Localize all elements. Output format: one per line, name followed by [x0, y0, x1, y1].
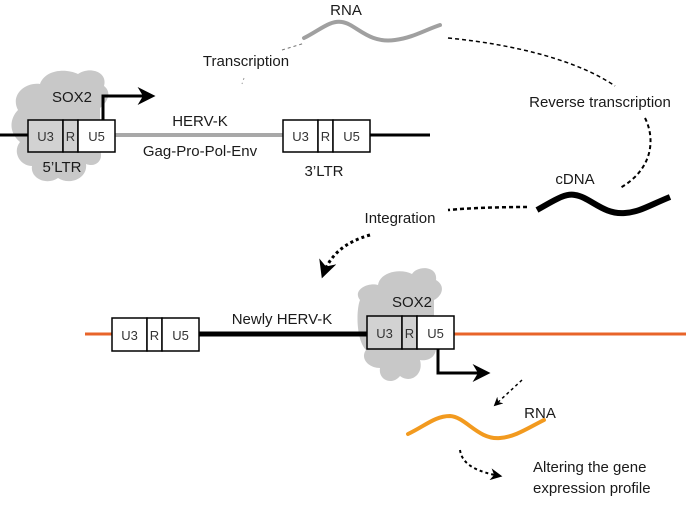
ltr3-label: 3’LTR	[305, 163, 344, 180]
ltr5-u3: U3	[37, 129, 54, 144]
tss-arrow-top	[101, 87, 156, 120]
ltr-left-u5: U5	[172, 328, 189, 343]
reverse-transcription-label: Reverse transcription	[529, 94, 671, 111]
ltr-right-u3: U3	[376, 326, 393, 341]
integration-label: Integration	[365, 210, 436, 227]
rna-arrow-bottom	[493, 379, 523, 407]
ltr3-r: R	[321, 129, 330, 144]
ltr-right-u5: U5	[427, 326, 444, 341]
cdna-wave	[535, 191, 672, 217]
ltr-left-u3: U3	[121, 328, 138, 343]
herv-label-top: HERV-K	[172, 113, 228, 130]
rna-wave-top	[302, 19, 442, 43]
sox2-label-top: SOX2	[52, 89, 92, 106]
ltr-5-top: U3 R U5	[27, 119, 116, 153]
cdna-label: cDNA	[555, 171, 594, 188]
integration-arrow	[319, 233, 371, 279]
ltr5-u5: U5	[88, 129, 105, 144]
ltr-right-bottom: U3 R U5	[366, 315, 455, 350]
tss-arrow-bottom	[436, 349, 491, 382]
ltr-left-r: R	[150, 328, 159, 343]
sox2-label-bottom: SOX2	[392, 294, 432, 311]
rna-wave-bottom	[406, 413, 546, 441]
transcription-connector	[281, 42, 306, 51]
ltr5-label: 5’LTR	[43, 159, 82, 176]
outcome-arrow	[459, 449, 503, 481]
ltr3-u5: U5	[343, 129, 360, 144]
rna-label-bottom: RNA	[524, 405, 556, 422]
reverse-transcription-connector	[447, 37, 616, 87]
ltr-left-bottom: U3 R U5	[111, 317, 200, 352]
genes-label-top: Gag-Pro-Pol-Env	[143, 143, 258, 160]
ltr3-u3: U3	[292, 129, 309, 144]
rna-label-top: RNA	[330, 2, 362, 19]
ltr-3-top: U3 R U5	[282, 119, 371, 153]
reverse-transcription-connector-lower	[619, 117, 652, 189]
transcription-label: Transcription	[203, 53, 289, 70]
outcome-line1: Altering the gene	[533, 459, 646, 476]
integration-connector	[447, 205, 528, 212]
newly-herv-label: Newly HERV-K	[232, 311, 333, 328]
ltr-right-r: R	[405, 326, 414, 341]
ltr5-r: R	[66, 129, 75, 144]
outcome-line2: expression profile	[533, 480, 651, 497]
transcription-connector-lower	[241, 77, 245, 85]
